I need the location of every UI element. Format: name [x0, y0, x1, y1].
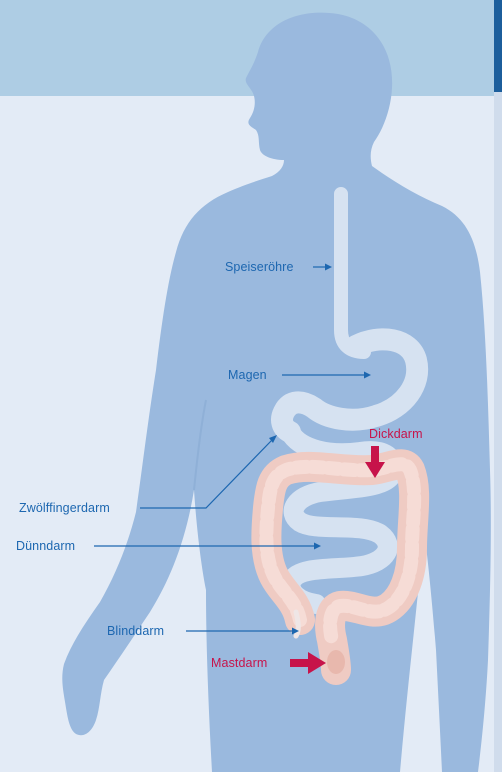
label-magen: Magen: [228, 368, 267, 382]
appendix: [296, 612, 298, 636]
label-duenndarm: Dünndarm: [16, 539, 75, 553]
rectum: [327, 650, 345, 674]
label-speiseroehre: Speiseröhre: [225, 260, 294, 274]
label-dickdarm: Dickdarm: [369, 427, 423, 441]
label-zwoelffingerdarm: Zwölffingerdarm: [19, 501, 110, 515]
side-bar-track: [494, 0, 502, 772]
side-bar-accent: [494, 0, 502, 92]
label-blinddarm: Blinddarm: [107, 624, 164, 638]
label-mastdarm: Mastdarm: [211, 656, 267, 670]
